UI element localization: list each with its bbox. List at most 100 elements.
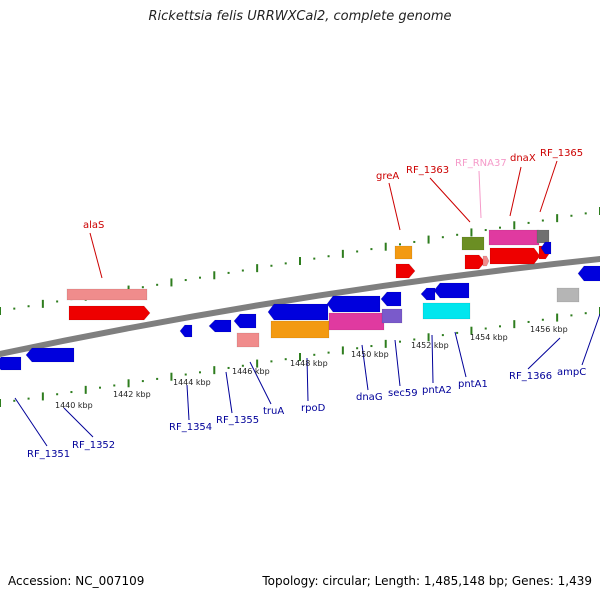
genome-backbone bbox=[0, 256, 600, 357]
scale-tick-major bbox=[556, 214, 559, 223]
scale-tick-major bbox=[299, 353, 301, 361]
tick-label: 1448 kbp bbox=[290, 359, 328, 368]
gene-label-RF_RNA37[interactable]: RF_RNA37 bbox=[455, 158, 507, 169]
scale-tick-minor bbox=[484, 229, 487, 232]
gene-arrow bbox=[420, 287, 436, 301]
scale-tick-major bbox=[384, 339, 387, 348]
label-leader-line bbox=[581, 313, 600, 366]
gene-label-RF_1355[interactable]: RF_1355 bbox=[216, 415, 259, 426]
gene-arrow-ampC bbox=[556, 287, 580, 303]
scale-tick-minor bbox=[227, 366, 230, 369]
genome-summary: Topology: circular; Length: 1,485,148 bp… bbox=[262, 574, 592, 588]
label-leader-line bbox=[89, 232, 103, 279]
scale-tick-minor bbox=[13, 307, 16, 310]
tick-labels: 1440 kbp 1442 kbp 1444 kbp 1446 kbp 1448… bbox=[55, 325, 568, 410]
gene-arrow bbox=[489, 247, 541, 265]
gene-arrow-rpoD bbox=[270, 320, 330, 339]
gene-arrow bbox=[208, 319, 232, 333]
gene-label-alaS[interactable]: alaS bbox=[83, 220, 104, 231]
gene-arrow bbox=[25, 347, 75, 363]
scale-tick-minor bbox=[356, 250, 359, 253]
tick-label: 1440 kbp bbox=[55, 401, 93, 410]
label-leader-line bbox=[478, 170, 482, 219]
scale-tick-minor bbox=[541, 219, 544, 222]
scale-tick-minor bbox=[270, 264, 273, 267]
gene-label-RF_1366[interactable]: RF_1366 bbox=[509, 371, 552, 382]
gene-label-RF_1363[interactable]: RF_1363 bbox=[406, 165, 449, 176]
scale-tick-major bbox=[470, 326, 473, 335]
label-leader-line bbox=[186, 384, 190, 421]
gene-arrow-greA bbox=[394, 245, 413, 260]
scale-tick-minor bbox=[570, 314, 573, 317]
scale-tick-major bbox=[0, 399, 1, 407]
label-leader-line bbox=[431, 334, 434, 384]
label-leader-line bbox=[527, 337, 561, 370]
scale-tick-major bbox=[513, 320, 516, 329]
scale-tick-minor bbox=[241, 269, 244, 272]
scale-tick-minor bbox=[227, 271, 230, 274]
scale-tick-minor bbox=[313, 257, 316, 260]
gene-label-pntA2[interactable]: pntA2 bbox=[422, 385, 452, 396]
gene-arrow bbox=[267, 303, 329, 321]
scale-tick-minor bbox=[56, 393, 59, 396]
gene-label-pntA1[interactable]: pntA1 bbox=[458, 379, 488, 390]
gene-label-ampC[interactable]: ampC bbox=[557, 367, 586, 378]
scale-tick-minor bbox=[499, 325, 501, 328]
scale-tick-minor bbox=[13, 399, 16, 402]
scale-tick-minor bbox=[199, 276, 201, 279]
label-leader-line bbox=[225, 371, 233, 414]
label-leader-line bbox=[429, 177, 471, 223]
scale-tick-minor bbox=[370, 248, 373, 251]
scale-tick-minor bbox=[284, 358, 287, 361]
scale-tick-minor bbox=[584, 212, 587, 215]
scale-tick-minor bbox=[527, 221, 530, 224]
scale-tick-minor bbox=[541, 318, 544, 321]
gene-label-sec59[interactable]: sec59 bbox=[388, 388, 418, 399]
label-leader-line bbox=[539, 160, 558, 213]
scale-tick-minor bbox=[370, 345, 373, 348]
gene-label-dnaX[interactable]: dnaX bbox=[510, 153, 536, 164]
gene-label-RF_1354[interactable]: RF_1354 bbox=[169, 422, 212, 433]
scale-tick-major bbox=[299, 257, 301, 265]
label-leaders bbox=[14, 160, 600, 447]
scale-tick-minor bbox=[156, 377, 159, 380]
scale-tick-minor bbox=[584, 312, 587, 315]
tick-label: 1450 kbp bbox=[351, 350, 389, 359]
scale-tick-minor bbox=[456, 331, 459, 334]
page-title: Rickettsia felis URRWXCal2, complete gen… bbox=[148, 9, 452, 24]
gene-label-RF_1365[interactable]: RF_1365 bbox=[540, 148, 583, 159]
gene-arrow-salmon bbox=[66, 288, 148, 301]
scale-tick-major bbox=[256, 264, 259, 273]
scale-tick-major bbox=[256, 359, 259, 368]
scale-tick-minor bbox=[27, 305, 30, 308]
accession-label: Accession: NC_007109 bbox=[8, 574, 145, 588]
gene-label-rpoD[interactable]: rpoD bbox=[301, 403, 326, 414]
gene-label-truA[interactable]: truA bbox=[263, 406, 284, 417]
scale-tick-minor bbox=[27, 397, 30, 400]
gene-arrow bbox=[328, 312, 385, 331]
scale-tick-minor bbox=[570, 214, 573, 217]
lower-scale-track bbox=[0, 307, 600, 407]
scale-tick-major bbox=[41, 299, 44, 308]
label-leader-line bbox=[454, 331, 467, 378]
gene-arrow-alaS bbox=[68, 305, 151, 321]
scale-tick-minor bbox=[441, 334, 444, 337]
scale-tick-minor bbox=[270, 360, 273, 363]
scale-tick-major bbox=[427, 333, 430, 342]
scale-tick-major bbox=[556, 313, 559, 322]
scale-tick-major bbox=[127, 379, 130, 388]
scale-tick-minor bbox=[99, 386, 101, 389]
gene-label-dnaG[interactable]: dnaG bbox=[356, 392, 383, 403]
scale-tick-major bbox=[513, 221, 516, 230]
gene-arrow bbox=[0, 356, 22, 371]
gene-label-RF_1352[interactable]: RF_1352 bbox=[72, 440, 115, 451]
gene-arrow bbox=[540, 241, 552, 255]
scale-tick-minor bbox=[199, 371, 201, 374]
gene-arrow-dnaG bbox=[326, 295, 381, 313]
scale-tick-major bbox=[84, 385, 87, 394]
gene-arrow-pntA2 bbox=[433, 282, 470, 299]
gene-label-RF_1351[interactable]: RF_1351 bbox=[27, 449, 70, 460]
gene-arrow bbox=[395, 263, 416, 279]
scale-tick-minor bbox=[327, 255, 330, 258]
gene-label-greA[interactable]: greA bbox=[376, 171, 399, 182]
